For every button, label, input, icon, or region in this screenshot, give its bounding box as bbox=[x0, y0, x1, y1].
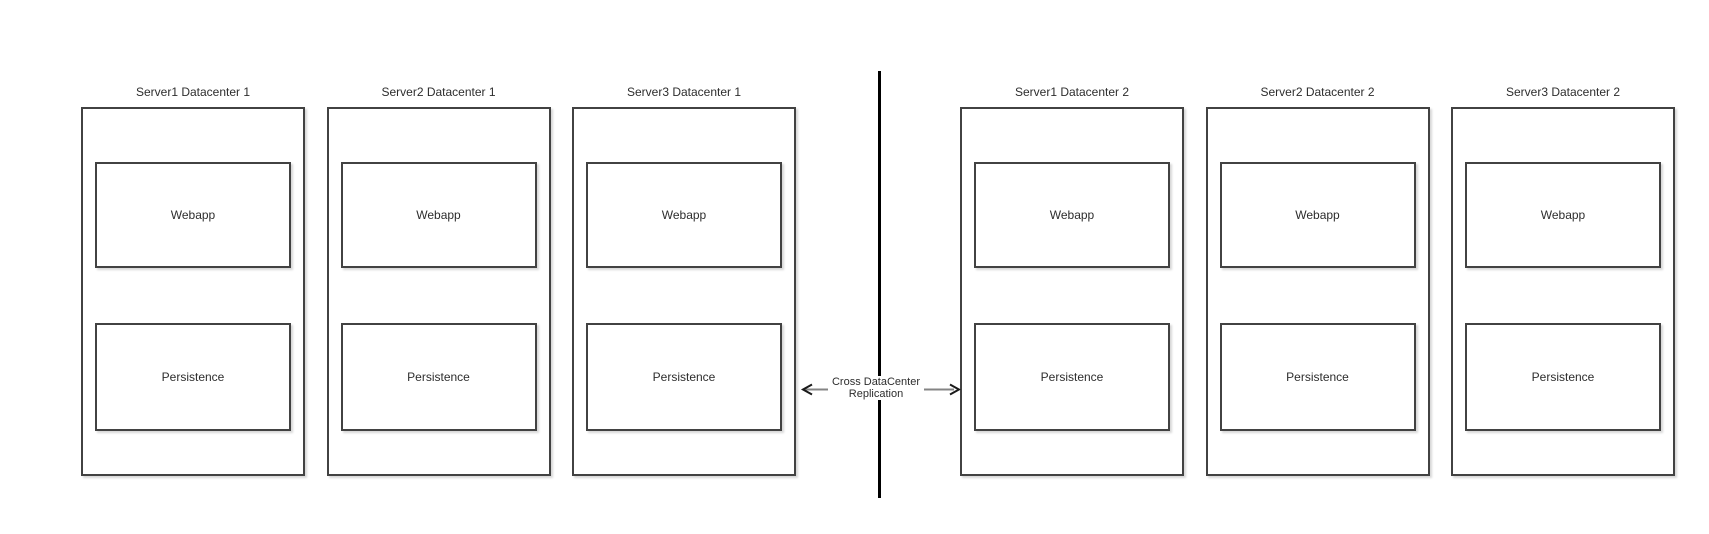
server-box: Webapp Persistence bbox=[326, 107, 551, 476]
webapp-box: Webapp bbox=[95, 162, 291, 268]
persistence-label: Persistence bbox=[1040, 370, 1104, 384]
server-box: Webapp Persistence bbox=[81, 107, 305, 476]
persistence-label: Persistence bbox=[1531, 370, 1595, 384]
server-box: Webapp Persistence bbox=[960, 107, 1184, 476]
server-node: Server2 Datacenter 1 Webapp Persistence bbox=[326, 84, 551, 476]
server-box: Webapp Persistence bbox=[572, 107, 796, 476]
webapp-box: Webapp bbox=[974, 162, 1170, 268]
webapp-label: Webapp bbox=[661, 208, 707, 222]
persistence-label: Persistence bbox=[1286, 370, 1349, 384]
persistence-box: Persistence bbox=[1465, 323, 1661, 431]
server-title: Server2 Datacenter 1 bbox=[381, 85, 496, 99]
replication-label-line1: Cross DataCenter bbox=[831, 376, 921, 388]
webapp-box: Webapp bbox=[586, 162, 782, 268]
datacenter-2-group: Server1 Datacenter 2 Webapp Persistence … bbox=[960, 84, 1675, 476]
persistence-label: Persistence bbox=[652, 370, 716, 384]
replication-label: Cross DataCenter Replication bbox=[806, 376, 946, 400]
server-node: Server3 Datacenter 1 Webapp Persistence bbox=[572, 84, 796, 476]
server-node: Server1 Datacenter 1 Webapp Persistence bbox=[81, 84, 305, 476]
webapp-box: Webapp bbox=[340, 162, 537, 268]
server-box: Webapp Persistence bbox=[1451, 107, 1675, 476]
server-title: Server3 Datacenter 2 bbox=[1505, 85, 1621, 99]
persistence-box: Persistence bbox=[974, 323, 1170, 431]
webapp-label: Webapp bbox=[416, 208, 461, 222]
server-title: Server1 Datacenter 2 bbox=[1014, 85, 1130, 99]
server-title: Server2 Datacenter 2 bbox=[1260, 85, 1375, 99]
server-node: Server1 Datacenter 2 Webapp Persistence bbox=[960, 84, 1184, 476]
server-title: Server3 Datacenter 1 bbox=[626, 85, 742, 99]
server-node: Server3 Datacenter 2 Webapp Persistence bbox=[1451, 84, 1675, 476]
replication-arrow-left-icon bbox=[800, 383, 828, 396]
server-node: Server2 Datacenter 2 Webapp Persistence bbox=[1205, 84, 1430, 476]
persistence-box: Persistence bbox=[1219, 323, 1416, 431]
replication-label-line2: Replication bbox=[848, 388, 904, 400]
persistence-box: Persistence bbox=[340, 323, 537, 431]
datacenter-1-group: Server1 Datacenter 1 Webapp Persistence … bbox=[81, 84, 796, 476]
webapp-box: Webapp bbox=[1465, 162, 1661, 268]
persistence-label: Persistence bbox=[161, 370, 225, 384]
webapp-label: Webapp bbox=[1540, 208, 1586, 222]
persistence-box: Persistence bbox=[95, 323, 291, 431]
persistence-box: Persistence bbox=[586, 323, 782, 431]
webapp-label: Webapp bbox=[1295, 208, 1340, 222]
server-title: Server1 Datacenter 1 bbox=[135, 85, 251, 99]
webapp-label: Webapp bbox=[170, 208, 216, 222]
webapp-box: Webapp bbox=[1219, 162, 1416, 268]
persistence-label: Persistence bbox=[407, 370, 470, 384]
webapp-label: Webapp bbox=[1049, 208, 1095, 222]
replication-arrow-right-icon bbox=[924, 383, 961, 396]
server-box: Webapp Persistence bbox=[1205, 107, 1430, 476]
datacenter-divider-line bbox=[878, 71, 881, 498]
